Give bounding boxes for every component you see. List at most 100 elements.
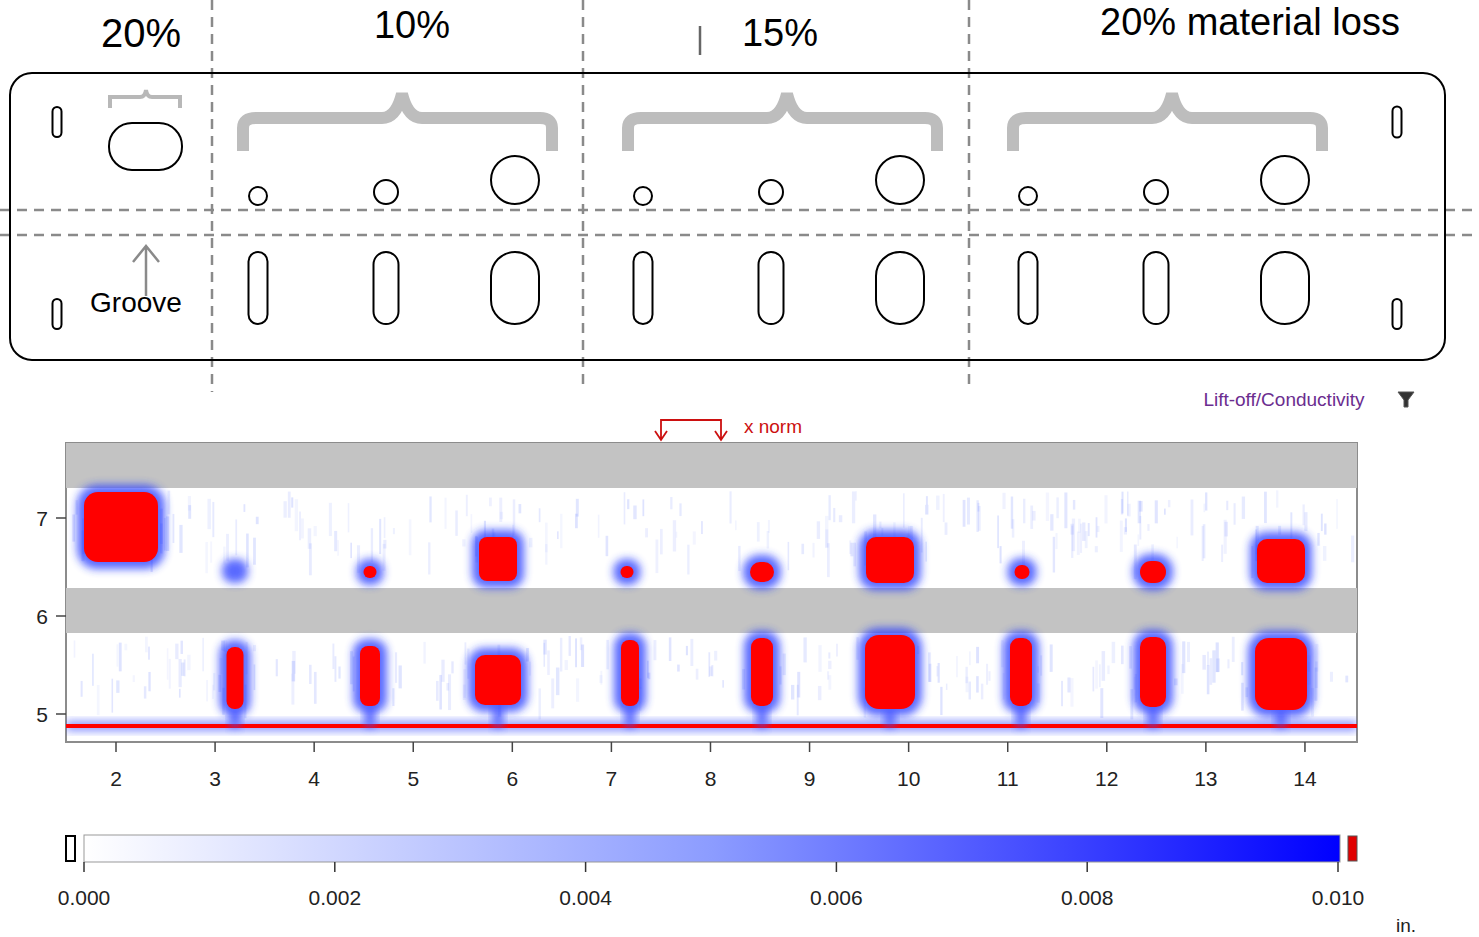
noise-streak (1314, 668, 1317, 701)
noise-streak (74, 640, 76, 657)
noise-streak (1224, 522, 1227, 537)
noise-streak (179, 689, 181, 698)
axis-tick (512, 742, 514, 752)
noise-streak (708, 652, 710, 677)
signal-halo (614, 633, 646, 713)
noise-streak (1315, 644, 1318, 672)
noise-streak (489, 498, 492, 507)
noise-streak (350, 651, 353, 684)
signal-halo (1008, 558, 1037, 586)
noise-streak (1139, 516, 1141, 540)
signal-tail (625, 706, 635, 727)
scale-value-label: 0.006 (810, 887, 863, 908)
signal-halo (1250, 532, 1312, 590)
noise-streak (1056, 497, 1058, 518)
noise-streak (1097, 526, 1100, 532)
noise-streak (696, 669, 699, 680)
noise-streak (308, 528, 311, 548)
scale-value-label: 0.002 (309, 887, 362, 908)
dashed-guide (0, 209, 1479, 212)
slot-defect (634, 252, 653, 324)
noise-streak (1064, 492, 1067, 528)
noise-streak (997, 515, 999, 548)
noise-streak (976, 647, 979, 663)
noise-streak (1205, 492, 1207, 510)
noise-streak (1242, 497, 1245, 519)
slot-defect (759, 252, 784, 324)
noise-streak (1002, 493, 1005, 509)
signal-peak (1257, 539, 1305, 583)
noise-streak (1112, 642, 1115, 663)
axis-tick (56, 713, 66, 715)
noise-streak (767, 531, 769, 548)
noise-streak (1241, 662, 1243, 675)
noise-streak (551, 678, 554, 708)
section-label: 15% (742, 14, 818, 52)
noise-streak (329, 503, 332, 536)
noise-streak (575, 638, 577, 667)
scan-band (66, 443, 1357, 488)
signal-halo (744, 631, 780, 713)
x-tick-label: 3 (209, 768, 221, 789)
end-slot (1393, 299, 1402, 329)
color-gradient (84, 835, 1340, 862)
noise-streak (92, 654, 94, 686)
noise-streak (606, 536, 609, 556)
noise-streak (409, 519, 412, 555)
noise-streak (1050, 514, 1053, 530)
noise-streak (940, 687, 942, 715)
noise-streak (976, 500, 978, 532)
noise-streak (687, 545, 689, 575)
noise-streak (451, 661, 453, 673)
noise-streak (350, 543, 352, 558)
noise-streak (284, 501, 287, 517)
noise-streak (133, 675, 135, 682)
noise-streak (956, 656, 958, 677)
noise-streak (813, 543, 815, 558)
signal-tail (1276, 710, 1286, 727)
noise-streak (655, 539, 658, 573)
noise-streak (936, 666, 938, 676)
noise-streak (253, 538, 256, 565)
noise-streak (500, 512, 503, 519)
signal-peak (621, 640, 639, 706)
noise-streak (1232, 637, 1235, 662)
noise-streak (825, 516, 828, 548)
noise-streak (986, 664, 988, 685)
noise-streak (206, 680, 208, 701)
noise-streak (693, 531, 696, 544)
noise-streak (1164, 509, 1166, 515)
noise-streak (295, 499, 298, 531)
noise-streak (581, 645, 584, 667)
noise-streak (167, 648, 169, 680)
noise-streak (173, 514, 175, 543)
noise-streak (1227, 659, 1229, 668)
hole-defect (634, 187, 652, 205)
noise-streak (1121, 492, 1123, 514)
noise-streak (1095, 660, 1098, 688)
noise-streak (945, 522, 948, 534)
noise-streak (188, 505, 191, 519)
x-norm-bracket (655, 420, 727, 440)
dashed-guide (0, 234, 1479, 237)
slot-defect (1144, 252, 1169, 324)
noise-streak (969, 651, 971, 665)
x-tick-label: 7 (606, 768, 618, 789)
noise-streak (545, 544, 547, 565)
color-scale (66, 835, 1357, 872)
noise-streak (738, 546, 740, 571)
noise-streak (144, 686, 146, 698)
noise-streak (1202, 526, 1204, 561)
signal-peak (1010, 638, 1032, 706)
noise-streak (1072, 519, 1075, 552)
section-label: 20% material loss (1100, 3, 1400, 41)
noise-streak (212, 502, 214, 537)
noise-streak (943, 494, 945, 522)
noise-streak (928, 652, 931, 681)
edge-signal (66, 724, 1357, 728)
scale-tick (585, 862, 587, 872)
axis-tick (710, 742, 712, 752)
noise-streak (1137, 534, 1139, 546)
noise-streak (849, 540, 851, 554)
